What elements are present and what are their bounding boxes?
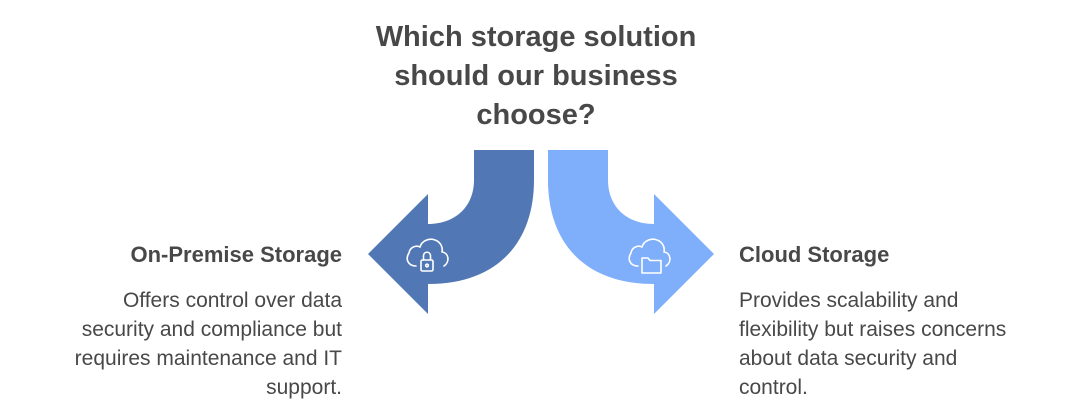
cloud-storage-heading: Cloud Storage: [739, 242, 890, 267]
description-line: control.: [739, 376, 808, 399]
on-premise-description: Offers control over data security and co…: [75, 286, 342, 402]
cloud-lock-icon: [406, 238, 449, 272]
description-line: flexibility but raises concerns: [739, 318, 1007, 341]
description-line: Provides scalability and: [739, 289, 959, 312]
cloud-arrow-shape: [548, 150, 714, 314]
cloud-arrow: [548, 150, 714, 314]
description-line: about data security and: [739, 347, 958, 370]
title-line: choose?: [476, 99, 596, 131]
on-premise-arrow: [368, 150, 534, 314]
on-premise-arrow-shape: [368, 150, 534, 314]
on-premise-heading: On-Premise Storage: [130, 242, 342, 267]
title-line: should our business: [394, 60, 678, 92]
title-line: Which storage solution: [375, 21, 697, 53]
description-line: support.: [266, 376, 342, 399]
description-line: requires maintenance and IT: [74, 347, 342, 370]
cloud-storage-description: Provides scalability and flexibility but…: [739, 286, 1006, 402]
diagram-title: Which storage solution should our busine…: [340, 18, 732, 135]
description-line: security and compliance but: [81, 318, 342, 341]
cloud-folder-icon: [628, 238, 671, 274]
description-line: Offers control over data: [122, 289, 342, 312]
